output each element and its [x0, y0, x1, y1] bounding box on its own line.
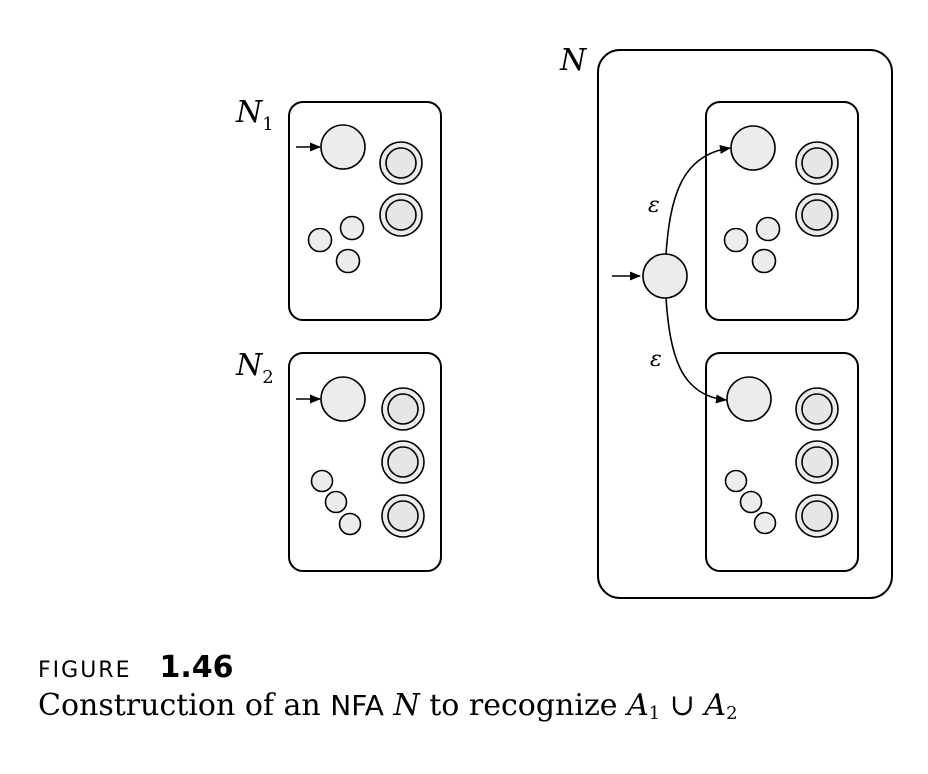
state [739, 490, 763, 514]
machine-n2-box [288, 352, 442, 572]
accept-state [381, 440, 425, 484]
epsilon-transition-top [665, 144, 732, 255]
state [335, 248, 361, 274]
accept-state [795, 494, 839, 538]
machine-n2-label: N2 [235, 348, 274, 388]
machine-n1: N1 [235, 95, 442, 321]
state [755, 216, 781, 242]
machine-n2: N2 [235, 348, 442, 572]
embedded-n1 [705, 101, 859, 321]
caption-a1: A [627, 688, 649, 723]
machine-n1-box [288, 101, 442, 321]
embedded-n1-box [705, 101, 859, 321]
figure-number: 1.46 [159, 650, 234, 685]
caption-a2: A [704, 688, 727, 723]
state [338, 512, 362, 536]
state [310, 469, 334, 493]
caption-a1-sub: 1 [648, 703, 661, 724]
machine-n: N ε ε [559, 43, 893, 599]
machine-n-box [597, 49, 893, 599]
embedded-n2-box [705, 352, 859, 572]
state [751, 248, 777, 274]
caption-a2-sub: 2 [726, 703, 738, 724]
accept-state [795, 440, 839, 484]
state [307, 227, 333, 253]
figure-caption: Construction of an NFA N to recognize A1… [38, 688, 738, 724]
accept-state [381, 387, 425, 431]
state [339, 215, 365, 241]
accept-state [381, 494, 425, 538]
caption-nfa: NFA [330, 689, 384, 722]
embedded-n2 [705, 352, 859, 572]
epsilon-label-bottom: ε [650, 347, 662, 372]
state [724, 469, 748, 493]
epsilon-label-top: ε [648, 193, 660, 218]
state [723, 227, 749, 253]
machine-n-label: N [559, 43, 588, 78]
accept-state [795, 193, 839, 237]
accept-state [379, 193, 423, 237]
state [730, 125, 776, 171]
figure-word: FIGURE [38, 658, 132, 683]
start-state [320, 376, 366, 422]
new-start-state [642, 253, 688, 299]
caption-text-mid: to recognize [419, 688, 628, 723]
caption-union: ∪ [660, 688, 705, 723]
figure-heading: FIGURE 1.46 [38, 650, 234, 685]
accept-state [379, 141, 423, 185]
epsilon-transition-bottom [665, 297, 728, 404]
start-state [320, 124, 366, 170]
machine-n1-label: N1 [235, 95, 274, 135]
caption-text-pre: Construction of an [38, 688, 331, 723]
state [324, 490, 348, 514]
accept-state [795, 141, 839, 185]
caption-n: N [393, 688, 420, 723]
state [753, 511, 777, 535]
state [726, 376, 772, 422]
accept-state [795, 387, 839, 431]
